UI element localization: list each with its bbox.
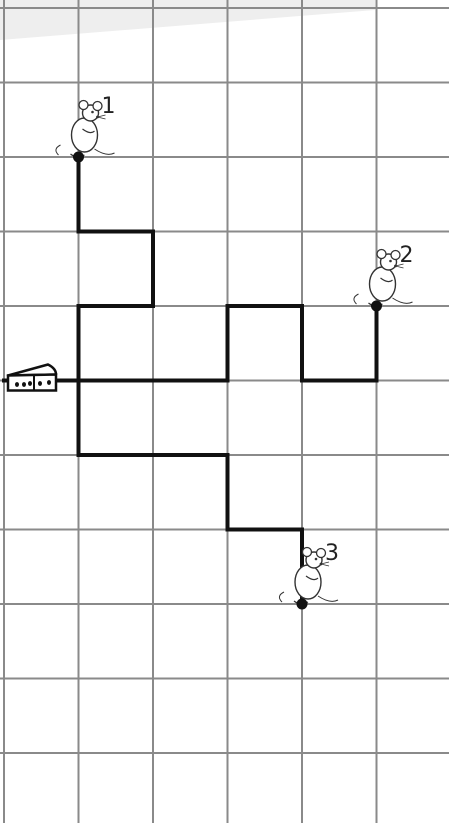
mouse-paths bbox=[4, 157, 377, 604]
mouse-number-label: 1 bbox=[102, 94, 116, 119]
mouse-3: 3 bbox=[279, 541, 339, 610]
mouse-1: 1 bbox=[56, 94, 116, 163]
cheese-icon bbox=[8, 365, 56, 391]
mouse-2: 2 bbox=[354, 243, 414, 312]
cheese bbox=[8, 365, 56, 391]
mice: 1 2 3 bbox=[56, 94, 414, 610]
start-point-3 bbox=[297, 599, 308, 610]
mouse-number-label: 2 bbox=[400, 243, 414, 268]
path-mouse-2 bbox=[4, 306, 377, 381]
start-point-2 bbox=[371, 301, 382, 312]
mouse-number-label: 3 bbox=[325, 541, 339, 566]
start-point-1 bbox=[73, 152, 84, 163]
top-corner-shading bbox=[0, 0, 375, 40]
